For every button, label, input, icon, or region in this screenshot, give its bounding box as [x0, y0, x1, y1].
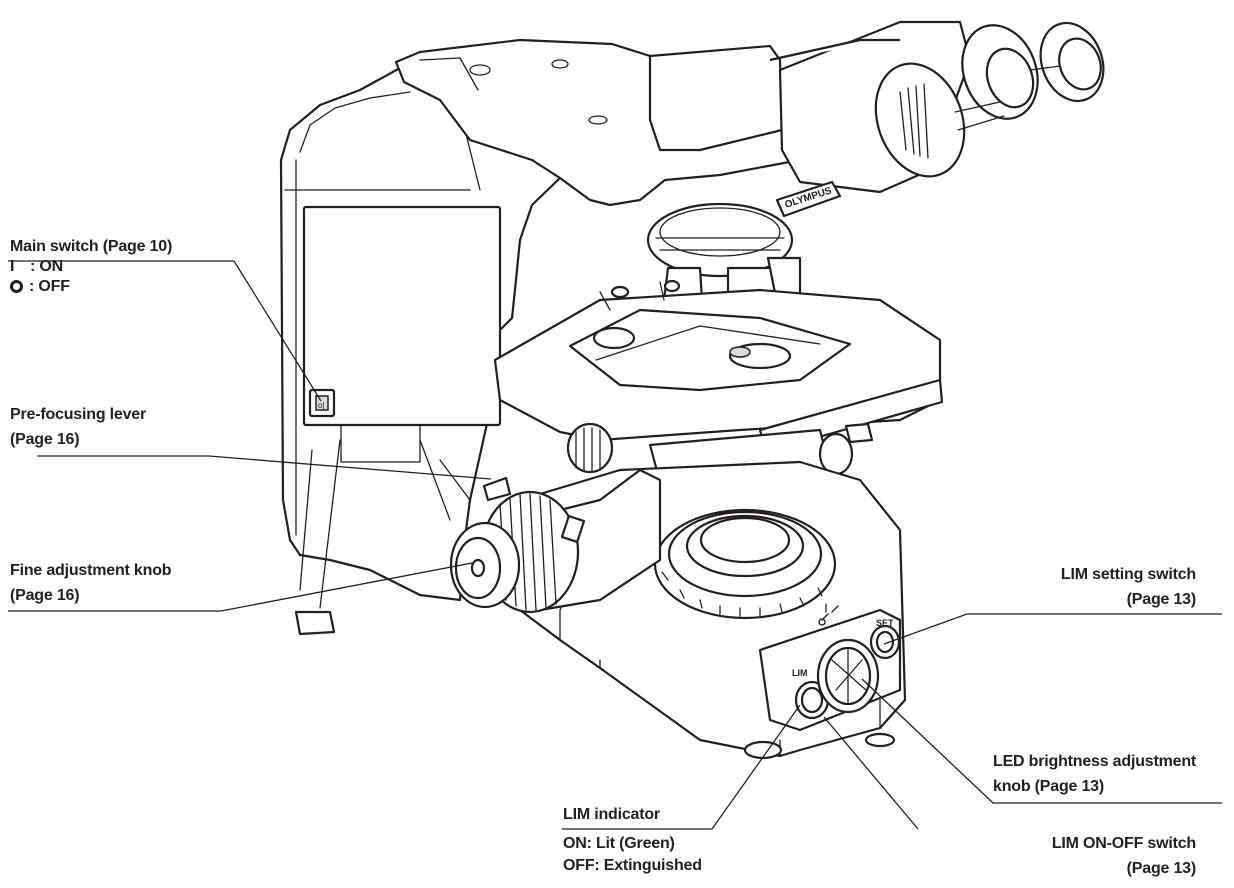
led-brightness-label: LED brightness adjustment knob (Page 13) — [993, 752, 1196, 796]
off-symbol-icon — [10, 280, 23, 293]
main-switch-label: Main switch (Page 10) I : ON : OFF — [10, 237, 172, 296]
leader-lines — [8, 260, 1222, 830]
main-switch-title: Main switch (Page 10) — [10, 238, 173, 255]
observation-head: OLYMPUS — [648, 20, 1105, 218]
lim-indicator-label: LIM indicator ON: Lit (Green) OFF: Extin… — [563, 805, 702, 875]
led-brightness-line1: LED brightness adjustment — [993, 753, 1197, 770]
leader-lim-indicator — [562, 704, 801, 830]
prefocusing-label: Pre-focusing lever (Page 16) — [10, 405, 146, 449]
lim-setting-label: LIM setting switch (Page 13) — [1061, 565, 1196, 609]
lim-onoff-line2: (Page 13) — [1126, 860, 1197, 877]
main-switch-off-row: : OFF — [10, 277, 172, 296]
fine-adjust-label: Fine adjustment knob (Page 16) — [10, 561, 172, 605]
main-switch-on-row: I : ON — [10, 257, 172, 276]
fine-adjust-line1: Fine adjustment knob — [10, 562, 172, 579]
leader-lim-setting — [883, 613, 1222, 645]
lim-setting-line1: LIM setting switch — [1060, 566, 1196, 583]
prefocusing-line1: Pre-focusing lever — [10, 406, 147, 423]
leader-led-brightness — [861, 678, 1222, 804]
leader-prefocusing — [37, 455, 492, 480]
lim-indicator-off: OFF: Extinguished — [563, 857, 702, 874]
set-marking: SET — [876, 618, 894, 628]
leader-main-switch — [8, 260, 322, 402]
fine-adjust-line2: (Page 16) — [10, 587, 80, 604]
leader-fine-adjust — [8, 562, 473, 612]
lim-onoff-line1: LIM ON-OFF switch — [1051, 835, 1196, 852]
prefocusing-line2: (Page 16) — [10, 431, 80, 448]
leader-lim-onoff — [823, 716, 919, 830]
side-panel: o| — [302, 205, 502, 463]
focus-knob — [449, 468, 662, 614]
stage — [493, 279, 944, 454]
lim-indicator-title: LIM indicator — [563, 806, 660, 823]
lim-onoff-label: LIM ON-OFF switch (Page 13) — [1052, 834, 1196, 878]
svg-text:o|: o| — [318, 401, 325, 410]
main-switch-off: : OFF — [29, 278, 70, 295]
base: SET LIM — [518, 460, 907, 760]
on-symbol: I — [10, 258, 15, 275]
lim-indicator-on: ON: Lit (Green) — [563, 835, 675, 852]
led-brightness-line2: knob (Page 13) — [993, 778, 1105, 795]
main-switch-on: : ON — [30, 258, 63, 275]
lim-marking: LIM — [792, 668, 808, 678]
lim-setting-line2: (Page 13) — [1126, 591, 1197, 608]
